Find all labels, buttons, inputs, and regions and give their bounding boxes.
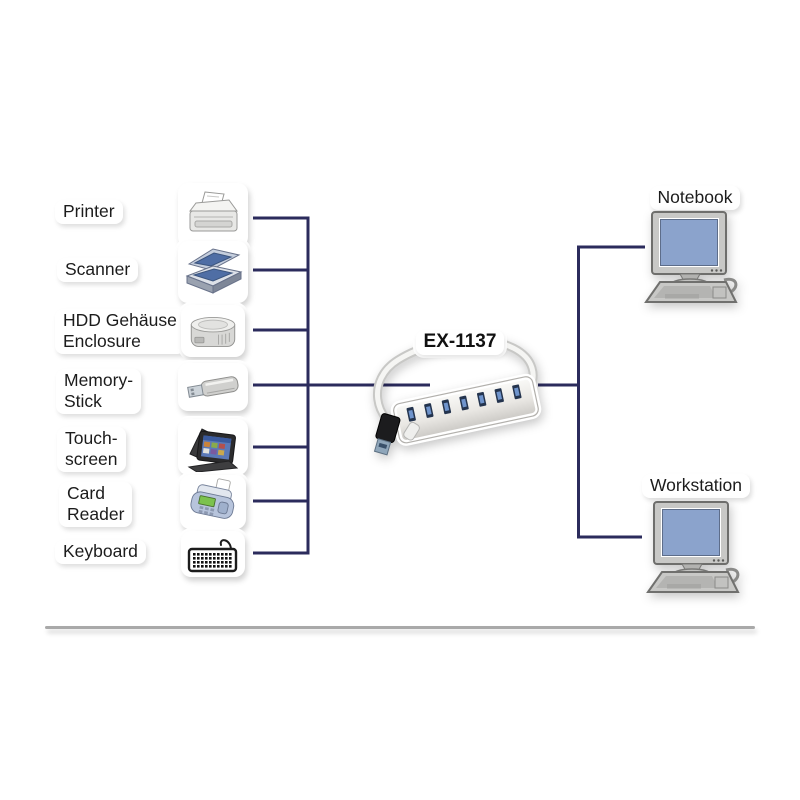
- hdd-enclosure-icon: [181, 305, 245, 357]
- card-reader-icon-art: [190, 478, 235, 519]
- printer-icon: [178, 183, 248, 247]
- keyboard-icon-art: [187, 539, 238, 573]
- device-label-card-reader: Card Reader: [59, 482, 133, 527]
- device-label-keyboard: Keyboard: [55, 540, 146, 564]
- host-label-notebook: Notebook: [645, 186, 745, 210]
- device-label-hdd-enclosure: HDD Gehäuse Enclosure: [55, 309, 185, 354]
- desktop-computer-icon-notebook: [644, 211, 738, 303]
- bottom-divider-rule: [45, 626, 755, 629]
- printer-icon-art: [189, 191, 238, 232]
- device-label-touchscreen: Touch- screen: [57, 427, 126, 472]
- keyboard-icon: [181, 531, 245, 577]
- hdd-enclosure-icon-art: [190, 316, 236, 347]
- hub-cable-plug: [403, 421, 420, 441]
- scanner-icon-art: [185, 248, 243, 294]
- memory-stick-icon: [178, 363, 248, 411]
- device-label-scanner: Scanner: [57, 258, 139, 282]
- device-label-printer: Printer: [55, 200, 123, 224]
- hub-ports: [406, 384, 522, 422]
- scanner-icon: [178, 241, 248, 303]
- card-reader-icon: [180, 475, 246, 529]
- touchscreen-icon-art: [187, 428, 239, 472]
- hub-model-label: EX-1137: [398, 330, 522, 355]
- touchscreen-icon: [178, 419, 248, 475]
- usb-adapter-icon: [373, 413, 401, 456]
- desktop-computer-icon-workstation: [646, 501, 740, 593]
- memory-stick-icon-art: [187, 376, 239, 398]
- device-label-memory-stick: Memory- Stick: [56, 369, 142, 414]
- host-label-workstation: Workstation: [638, 474, 754, 498]
